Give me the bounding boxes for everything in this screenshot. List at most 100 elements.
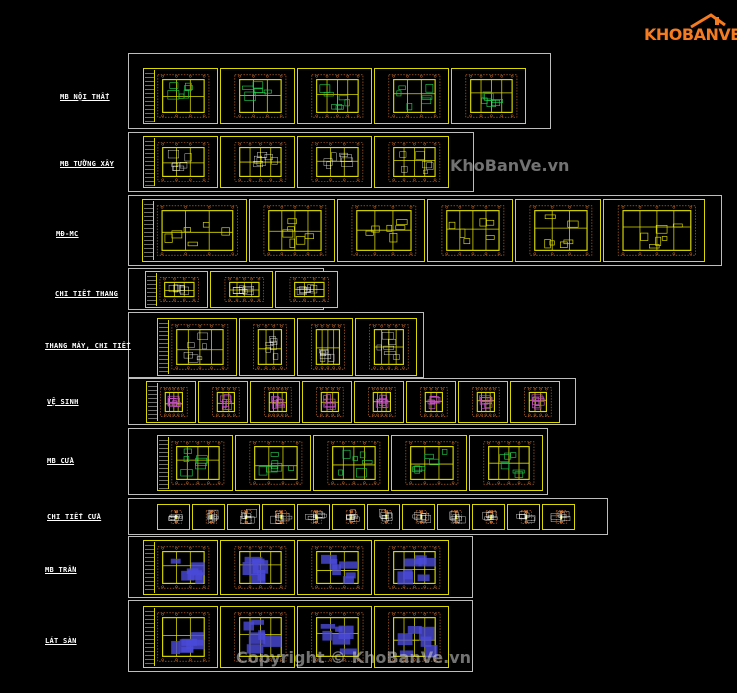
drawing-sheet[interactable] bbox=[297, 68, 372, 124]
drawing-sheet[interactable] bbox=[143, 540, 218, 595]
title-block bbox=[159, 437, 169, 489]
drawing-sheet[interactable] bbox=[374, 540, 449, 595]
drawing-sheet[interactable] bbox=[542, 504, 575, 530]
drawing-sheet[interactable] bbox=[313, 435, 389, 491]
drawing-sheet[interactable] bbox=[210, 271, 273, 308]
drawing-sheet[interactable] bbox=[510, 381, 560, 423]
plan-drawing bbox=[388, 546, 441, 589]
drawing-sheet[interactable] bbox=[297, 318, 353, 376]
plan-drawing bbox=[224, 277, 265, 302]
plan-drawing bbox=[234, 546, 287, 589]
drawing-sheet[interactable] bbox=[146, 381, 196, 423]
drawing-sheet[interactable] bbox=[469, 435, 543, 491]
title-block bbox=[144, 201, 154, 260]
drawing-sheet[interactable] bbox=[374, 68, 449, 124]
drawing-sheet[interactable] bbox=[458, 381, 508, 423]
drawing-sheet[interactable] bbox=[145, 271, 208, 308]
plan-drawing bbox=[264, 387, 292, 417]
plan-drawing bbox=[327, 441, 381, 485]
plan-drawing bbox=[617, 205, 696, 256]
drawing-sheet[interactable] bbox=[374, 606, 449, 668]
drawing-sheet[interactable] bbox=[249, 199, 335, 262]
drawing-sheet[interactable] bbox=[437, 504, 470, 530]
drawing-sheet[interactable] bbox=[297, 504, 330, 530]
drawing-sheet[interactable] bbox=[515, 199, 601, 262]
drawing-sheet[interactable] bbox=[451, 68, 526, 124]
row-label[interactable]: CHI TIẾT CỬA bbox=[47, 513, 102, 521]
drawing-sheet[interactable] bbox=[355, 318, 417, 376]
drawing-sheet[interactable] bbox=[297, 606, 372, 668]
drawing-sheet[interactable] bbox=[262, 504, 295, 530]
drawing-sheet[interactable] bbox=[143, 606, 218, 668]
row-label[interactable]: MB TRẦN bbox=[45, 566, 77, 574]
row-label[interactable]: MB TƯỜNG XÂY bbox=[60, 160, 115, 168]
drawing-sheet[interactable] bbox=[302, 381, 352, 423]
sheet-row-frame bbox=[128, 195, 722, 266]
drawing-sheet[interactable] bbox=[406, 381, 456, 423]
row-label[interactable]: LÁT SÀN bbox=[45, 637, 77, 645]
drawing-sheet[interactable] bbox=[157, 318, 237, 376]
drawing-sheet[interactable] bbox=[354, 381, 404, 423]
plan-drawing bbox=[157, 612, 210, 662]
drawing-sheet[interactable] bbox=[235, 435, 311, 491]
drawing-sheet[interactable] bbox=[297, 540, 372, 595]
drawing-sheet[interactable] bbox=[275, 271, 338, 308]
plan-drawing bbox=[240, 509, 257, 524]
row-label[interactable]: MĐ-MC bbox=[56, 230, 79, 238]
drawing-sheet[interactable] bbox=[143, 68, 218, 124]
drawing-sheet[interactable] bbox=[332, 504, 365, 530]
plan-drawing bbox=[289, 277, 330, 302]
plan-drawing bbox=[388, 142, 441, 182]
plan-drawing bbox=[168, 510, 183, 524]
plan-drawing bbox=[234, 142, 287, 182]
drawing-sheet[interactable] bbox=[143, 136, 218, 188]
drawing-sheet[interactable] bbox=[239, 318, 295, 376]
row-label[interactable]: MB CỬA bbox=[47, 457, 75, 465]
drawing-sheet[interactable] bbox=[507, 504, 540, 530]
sheet-row-frame bbox=[128, 498, 608, 535]
title-block bbox=[148, 383, 158, 421]
row-label[interactable]: CHI TIẾT THANG bbox=[55, 290, 119, 298]
drawing-sheet[interactable] bbox=[297, 136, 372, 188]
title-block bbox=[147, 273, 157, 306]
plan-drawing bbox=[368, 387, 396, 417]
drawing-sheet[interactable] bbox=[402, 504, 435, 530]
drawing-sheet[interactable] bbox=[157, 435, 233, 491]
title-block bbox=[159, 320, 169, 374]
drawing-sheet[interactable] bbox=[391, 435, 467, 491]
row-label[interactable]: THANG MÁY, CHI TIẾT bbox=[45, 342, 131, 350]
drawing-sheet[interactable] bbox=[472, 504, 505, 530]
plan-drawing bbox=[234, 612, 287, 662]
plan-drawing bbox=[316, 387, 344, 417]
plan-drawing bbox=[157, 546, 210, 589]
drawing-sheet[interactable] bbox=[603, 199, 705, 262]
row-label[interactable]: VỆ SINH bbox=[47, 398, 79, 406]
drawing-sheet[interactable] bbox=[220, 606, 295, 668]
row-label[interactable]: MB NỘI THẤT bbox=[60, 93, 110, 101]
drawing-sheet[interactable] bbox=[367, 504, 400, 530]
drawing-sheet[interactable] bbox=[198, 381, 248, 423]
drawing-sheet[interactable] bbox=[227, 504, 260, 530]
drawing-sheet[interactable] bbox=[220, 68, 295, 124]
drawing-sheet[interactable] bbox=[374, 136, 449, 188]
drawing-sheet[interactable] bbox=[157, 504, 190, 530]
drawing-sheet[interactable] bbox=[427, 199, 513, 262]
plan-drawing bbox=[482, 510, 498, 524]
plan-drawing bbox=[171, 324, 229, 370]
drawing-sheet[interactable] bbox=[220, 136, 295, 188]
drawing-sheet[interactable] bbox=[192, 504, 225, 530]
plan-drawing bbox=[156, 205, 238, 256]
plan-drawing bbox=[483, 441, 535, 485]
drawing-sheet[interactable] bbox=[142, 199, 247, 262]
plan-drawing bbox=[388, 74, 441, 118]
plan-drawing bbox=[472, 387, 500, 417]
house-roof-icon bbox=[690, 13, 726, 29]
plan-drawing bbox=[171, 441, 225, 485]
sheet-row-frame bbox=[128, 536, 473, 598]
plan-drawing bbox=[351, 205, 417, 256]
drawing-sheet[interactable] bbox=[250, 381, 300, 423]
plan-drawing bbox=[524, 387, 552, 417]
drawing-sheet[interactable] bbox=[220, 540, 295, 595]
plan-drawing bbox=[249, 441, 303, 485]
drawing-sheet[interactable] bbox=[337, 199, 425, 262]
